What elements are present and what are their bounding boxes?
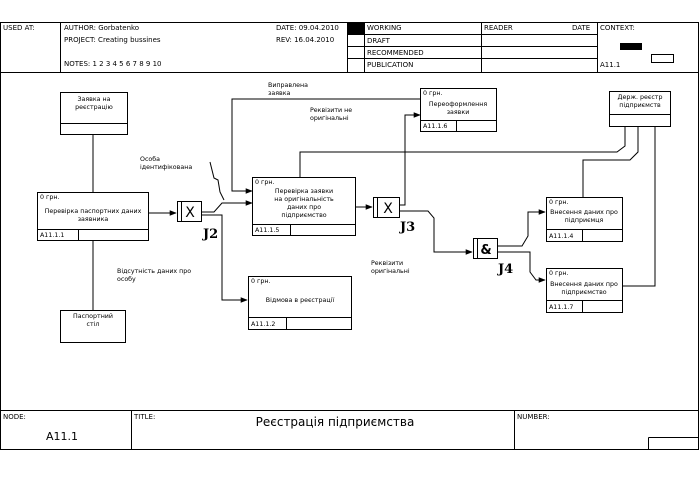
project-line: PROJECT: Creating bussines [64,36,161,44]
box-refusal-line1: Відмова в реєстрації [266,296,335,304]
label-req-not-original-line1: Реквізити не [310,106,352,114]
box-entry-7-code: A11.1.7 [549,304,573,311]
status-working: WORKING [367,24,402,32]
box-entry-4-code: A11.1.4 [549,233,573,240]
context-thumbnail [620,43,642,50]
box-passport-table [60,310,126,343]
box-passport-table-line1: Паспортний [73,312,113,320]
status-publication: PUBLICATION [367,61,413,69]
node-value: A11.1 [46,430,78,443]
label-no-person-data-line2: особу [117,275,136,283]
number-label: NUMBER: [517,413,550,421]
box-reissue-line2: заявки [447,109,470,116]
title-label: TITLE: [133,413,155,421]
box-state-registry-line2: підприємств [619,101,661,109]
label-req-not-original-line2: оригінальні [310,114,349,122]
used-at-label: USED AT: [3,24,35,32]
box-entry-7 [546,268,623,313]
label-req-original-line1: Реквізити [371,259,403,267]
arrow-j2-to-check-application [202,200,253,213]
link-registry-to-entry-4 [582,126,639,197]
box-check-application-line3: даних про [287,204,321,211]
label-req-original-line2: оригінальні [371,267,410,275]
context-node: A11.1 [600,61,620,69]
box-entry-4-line1: Внесення даних про [550,209,618,216]
author-line: AUTHOR: Gorbatenko [64,24,139,32]
junction-j3-symbol: X [383,201,393,217]
box-reissue-line1: Переоформлення [429,101,487,108]
arrow-j2-to-refusal [202,214,248,303]
box-check-passport-line1: Перевірка паспортних даних [45,207,142,215]
box-check-passport [37,192,149,241]
arrow-j4-to-entry-7 [498,251,546,283]
box-state-registry-line1: Держ. реєстр [618,94,663,101]
junction-j3 [373,197,400,218]
box-check-application-tag: 0 грн. [255,179,274,186]
date-line: DATE: 09.04.2010 [276,24,339,32]
diagram-title: Реєстрація підприємства [256,415,415,429]
label-person-identified-line1: Особа [140,155,160,163]
node-label: NODE: [3,413,26,421]
arrow-corrected-application [231,98,420,194]
box-refusal [248,276,352,330]
context-label: CONTEXT: [600,24,635,32]
box-check-passport-line2: заявника [78,216,109,223]
box-refusal-code: A11.1.2 [251,321,275,328]
working-status-marker [348,23,364,34]
junction-j2-label: J2 [202,227,218,242]
box-reissue [420,88,497,132]
box-refusal-tag: 0 грн. [251,278,270,285]
arrow-person-identified [209,161,225,201]
box-application-line2: реєстрацію [75,103,113,111]
junction-j4-symbol: & [480,243,491,258]
status-recommended: RECOMMENDED [367,49,424,57]
arrow-j3-to-j4 [400,210,473,255]
box-state-registry [609,91,671,127]
junction-j4-label: J4 [497,262,513,277]
link-registry-to-entry-7 [622,126,656,287]
junction-j2-symbol: X [185,205,195,221]
box-check-application-line4: підприємство [281,211,326,219]
rev-line: REV: 16.04.2010 [276,36,334,44]
link-registry-to-check-application [299,126,626,177]
box-check-application-line2: на оригінальність [274,195,334,203]
label-corrected-line2: заявка [268,90,291,97]
box-entry-7-tag: 0 грн. [549,270,568,277]
box-check-application-line1: Перевірка заявки [275,187,333,195]
junction-j4 [473,238,498,259]
status-draft: DRAFT [367,37,391,45]
arrow-j4-to-entry-4 [498,209,546,247]
box-entry-4 [546,197,623,242]
notes-line: NOTES: 1 2 3 4 5 6 7 8 9 10 [64,60,162,68]
box-reissue-tag: 0 грн. [423,90,442,97]
reader-label: READER [484,24,513,32]
box-entry-7-line2: підприємство [561,288,606,296]
box-entry-4-tag: 0 грн. [549,199,568,206]
box-check-application-code: A11.1.5 [255,227,279,234]
box-passport-table-line2: стіл [87,320,100,328]
reader-date-label: DATE [572,24,590,32]
arrow-j3-to-reissue [400,112,421,206]
box-entry-4-line2: підприємця [565,216,604,224]
box-application-line1: Заявка на [77,96,110,103]
label-no-person-data-line1: Відсутність даних про [117,267,191,275]
box-entry-7-line1: Внесення даних про [550,281,618,288]
box-application [60,92,128,135]
box-reissue-code: A11.1.6 [423,123,447,130]
label-corrected-line1: Виправлена [268,82,308,89]
box-check-passport-tag: 0 грн. [40,194,59,201]
junction-j2 [177,201,202,222]
label-person-identified-line2: ідентифікована [140,163,192,171]
box-check-application [252,177,356,236]
box-check-passport-code: A11.1.1 [40,232,64,239]
junction-j3-label: J3 [399,220,415,235]
